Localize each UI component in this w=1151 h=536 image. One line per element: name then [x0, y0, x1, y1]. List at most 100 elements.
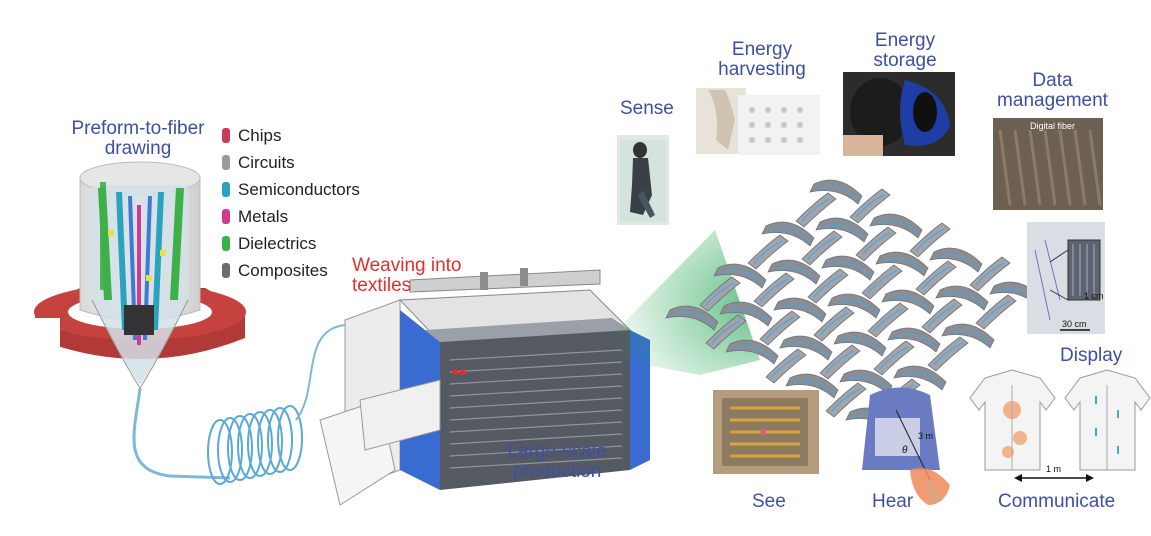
fiber-line [753, 240, 783, 264]
fabric-strip [725, 339, 779, 365]
fiber-line [721, 270, 763, 285]
fiber-line [937, 254, 979, 269]
label-distance-3m: 3 m [918, 431, 934, 441]
fiber-line [765, 316, 795, 340]
legend-swatch [222, 263, 230, 278]
fiber-line [781, 304, 823, 319]
fiber-line [711, 320, 741, 344]
label-display: Display [1060, 345, 1123, 366]
fabric-strip [713, 263, 767, 289]
label-data-management: Data management [997, 70, 1108, 111]
fiber-line [727, 308, 769, 323]
fiber-line [793, 380, 835, 395]
fiber-line [889, 296, 931, 311]
fiber-line [823, 224, 865, 239]
legend-item: Dielectrics [222, 230, 360, 257]
preform-drawing-illustration [30, 161, 246, 480]
fabric-strip [929, 247, 983, 273]
fiber-line [877, 220, 919, 235]
fiber-line [975, 262, 1005, 286]
legend-label: Composites [238, 260, 328, 280]
legend-swatch [222, 236, 230, 251]
legend-swatch [222, 209, 230, 224]
fiber-line [981, 300, 1011, 324]
fabric-strip [761, 221, 815, 247]
fiber-line [831, 388, 861, 412]
label-preform-drawing: Preform-to-fiber drawing [71, 118, 205, 159]
energy-storage-photo [843, 72, 955, 156]
sense-photo [617, 135, 669, 225]
fabric-strip [773, 297, 827, 323]
fabric-strip [809, 179, 863, 205]
fiber-line [921, 266, 951, 290]
legend-item: Chips [222, 122, 360, 149]
fabric-strip [719, 301, 773, 327]
fabric-strip [779, 335, 833, 361]
fiber-line [949, 330, 991, 345]
label-see: See [752, 491, 786, 512]
fiber-line [901, 372, 943, 387]
fiber-line [775, 266, 817, 281]
fiber-line [847, 376, 889, 391]
fiber-coil-illustration [207, 321, 381, 485]
fiber-line [855, 194, 885, 218]
weaving-loom-illustration [319, 268, 650, 506]
label-energy-storage: Energy storage [873, 30, 937, 71]
fiber-line [879, 346, 909, 370]
fiber-line [771, 354, 801, 378]
legend-item: Semiconductors [222, 176, 360, 203]
label-sense: Sense [620, 98, 674, 119]
label-distance-1m: 1 m [1046, 464, 1062, 474]
fiber-line [835, 300, 877, 315]
legend-label: Chips [238, 125, 282, 145]
fiber-line [819, 312, 849, 336]
fiber-line [841, 338, 883, 353]
fiber-line [883, 258, 925, 273]
data-management-photo [993, 118, 1105, 334]
label-scale-30cm: 30 cm [1062, 319, 1087, 329]
legend-swatch [222, 155, 230, 170]
fabric-strip [893, 365, 947, 391]
fiber-line [817, 186, 859, 201]
fabric-strip [875, 251, 929, 277]
see-photo [713, 390, 819, 474]
communicate-shirts-illustration [969, 369, 1151, 482]
fiber-line [807, 236, 837, 260]
label-scale-1cm: 1 cm [1084, 291, 1104, 301]
fiber-line [787, 342, 829, 357]
fabric-strip [827, 293, 881, 319]
woven-fabric-illustration [665, 179, 1043, 433]
label-energy-harvesting: Energy harvesting [718, 39, 806, 80]
fiber-line [915, 228, 945, 252]
fabric-strip [869, 213, 923, 239]
fiber-line [927, 304, 957, 328]
energy-harvesting-photo [696, 88, 820, 155]
fiber-line [769, 228, 811, 243]
fiber-line [813, 274, 843, 298]
legend-label: Semiconductors [238, 179, 360, 199]
fabric-strip [815, 217, 869, 243]
legend-label: Dielectrics [238, 233, 317, 253]
fiber-line [943, 292, 985, 307]
fabric-strip [881, 289, 935, 315]
fiber-line [673, 312, 715, 327]
fabric-strip [665, 305, 719, 331]
legend-swatch [222, 128, 230, 143]
label-production: Large-scale production [507, 441, 607, 482]
label-weaving: Weaving into textiles [352, 255, 462, 296]
legend-item: Composites [222, 257, 360, 284]
fiber-line [867, 270, 897, 294]
legend-label: Metals [238, 206, 289, 226]
fiber-line [895, 334, 937, 349]
label-hear: Hear [872, 491, 914, 512]
fabric-strip [767, 259, 821, 285]
fabric-strip [821, 255, 875, 281]
label-communicate: Communicate [998, 491, 1116, 512]
fiber-line [759, 278, 789, 302]
fabric-strip [785, 373, 839, 399]
hear-photo [862, 387, 950, 505]
fiber-line [861, 232, 891, 256]
fabric-strip [941, 323, 995, 349]
fiber-line [829, 262, 871, 277]
fiber-line [933, 342, 963, 366]
